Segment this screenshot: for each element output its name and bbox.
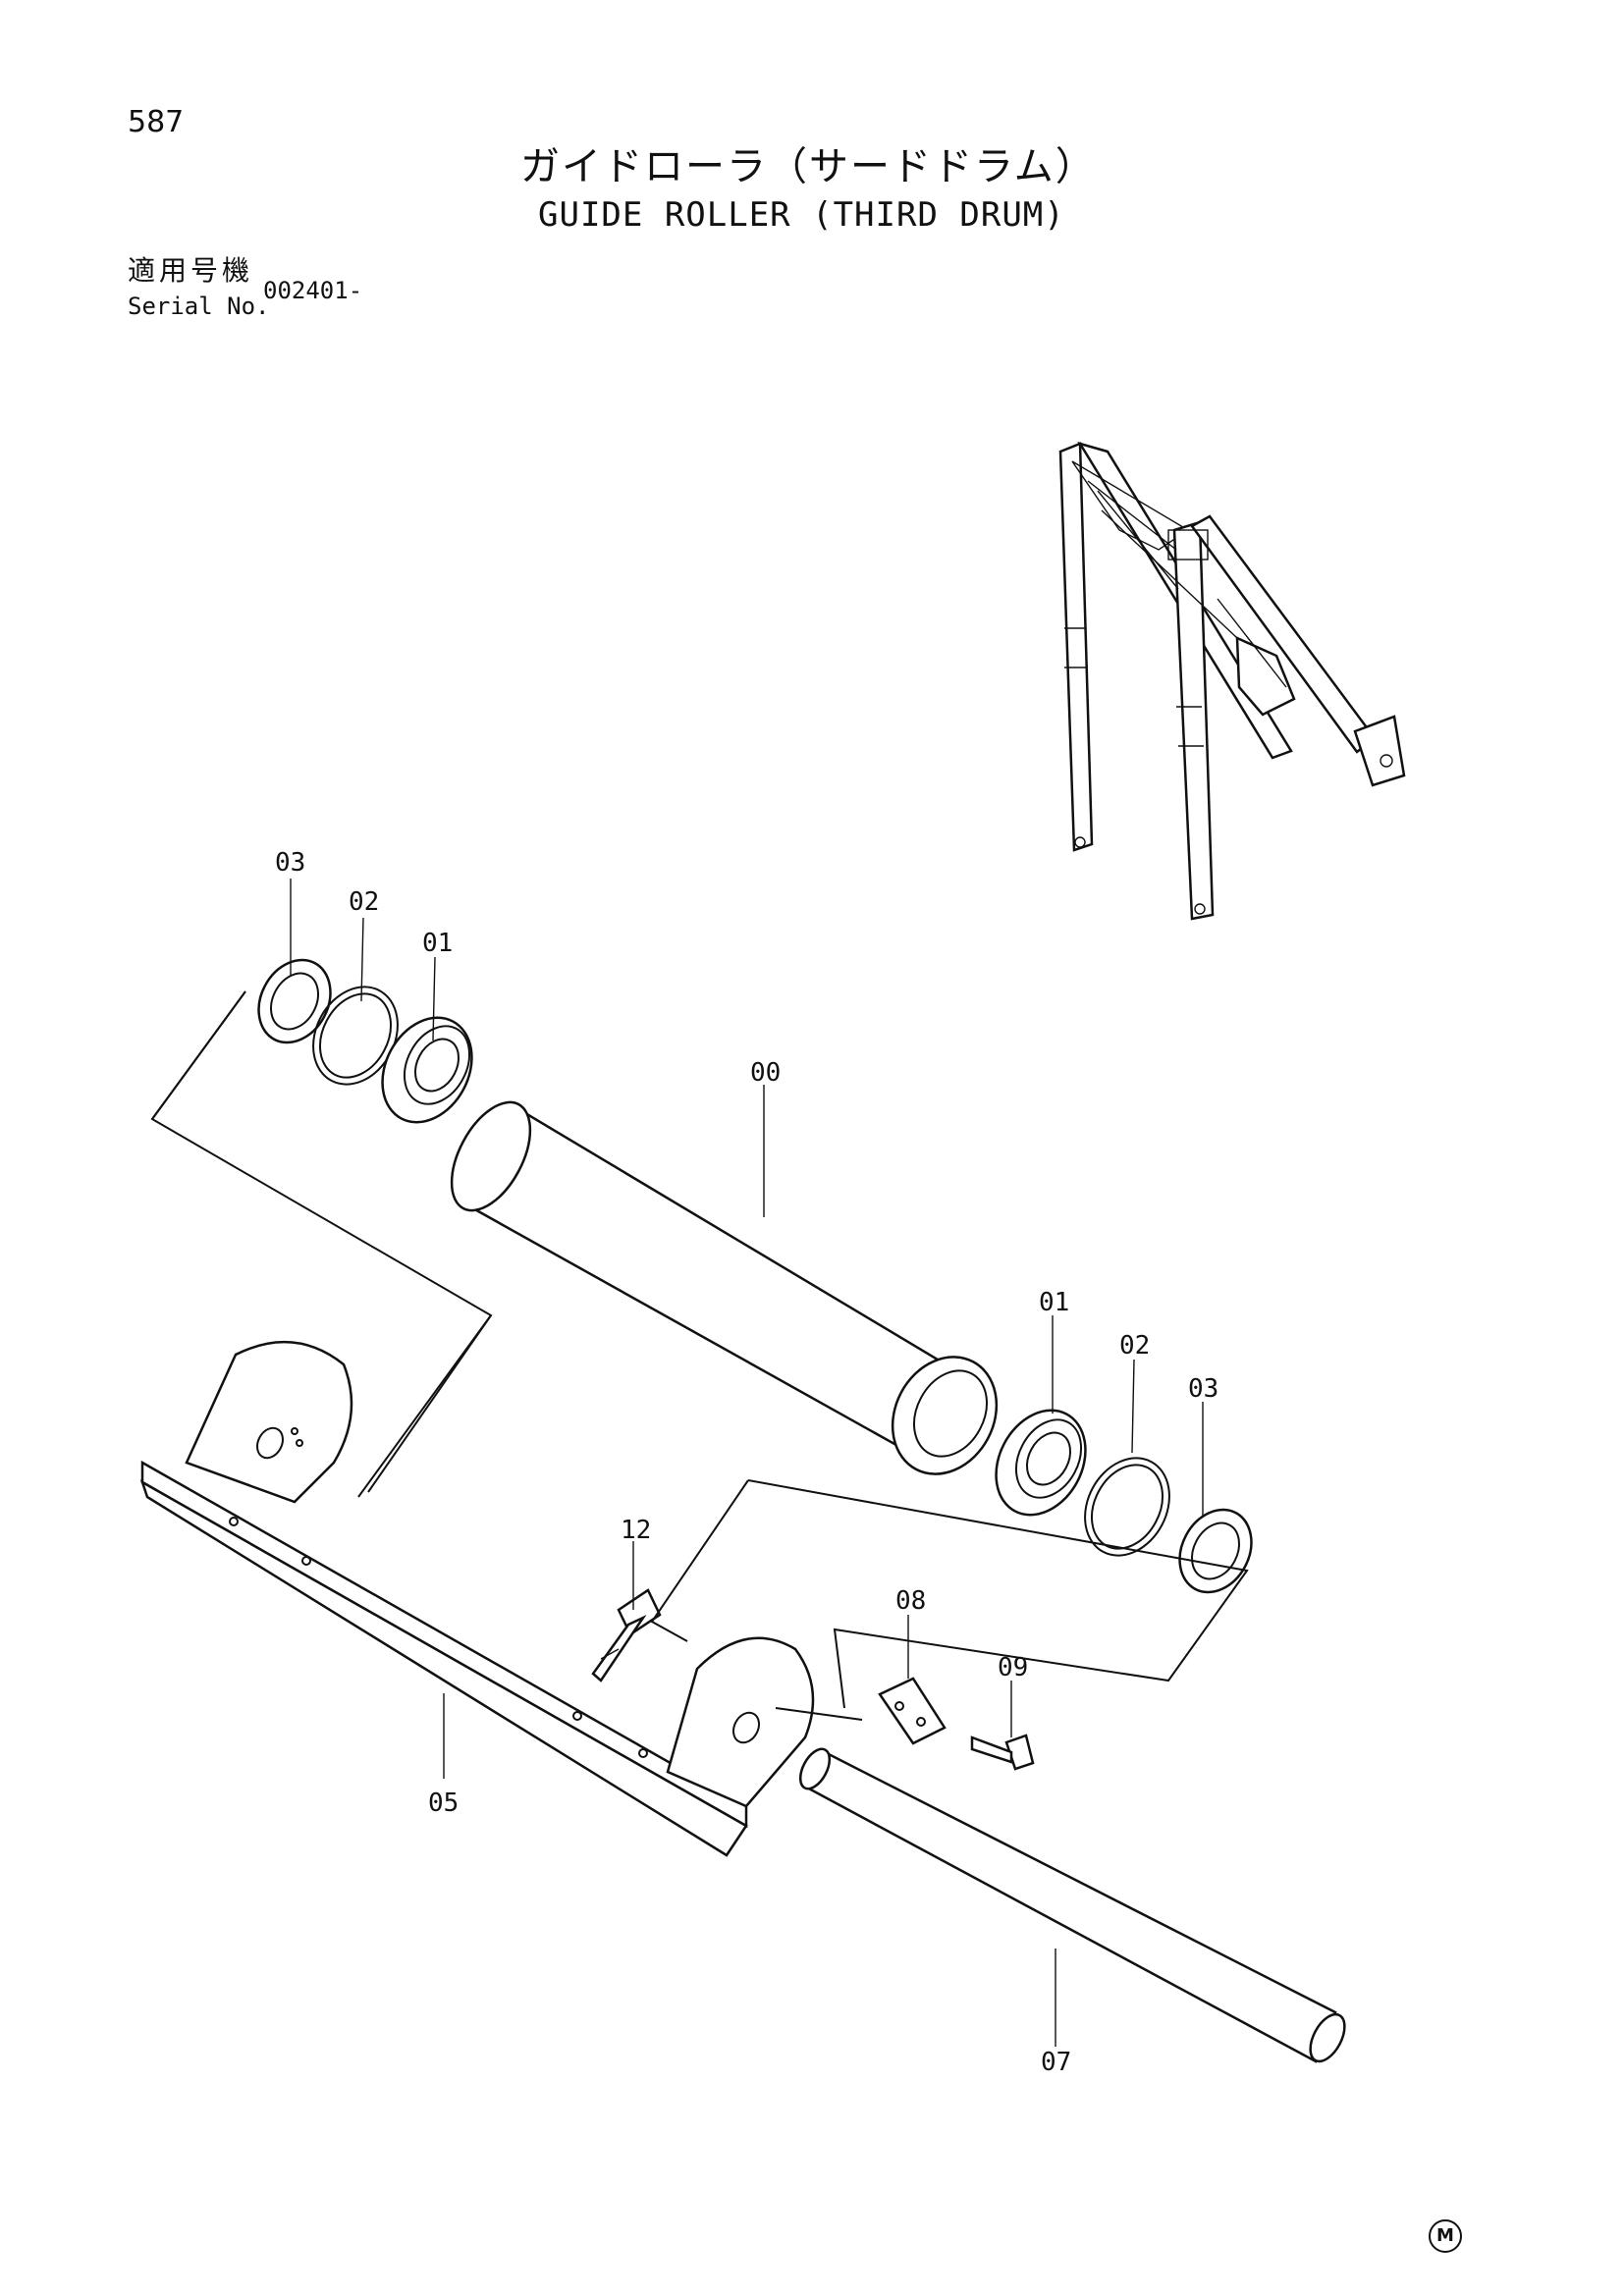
manual-mark: M (1429, 2219, 1462, 2253)
callout-03-left: 03 (275, 848, 306, 878)
bearing-left (381, 1016, 473, 1124)
callout-01-left: 01 (422, 929, 454, 958)
callout-09-bolt: 09 (998, 1653, 1029, 1682)
callout-12-bolt: 12 (621, 1516, 652, 1545)
callout-08-plate: 08 (895, 1586, 927, 1616)
callout-05-bracket: 05 (428, 1789, 460, 1818)
callout-02-left: 02 (349, 887, 380, 917)
callout-07-shaft: 07 (1041, 2048, 1072, 2077)
serial-label-english: Serial No. (128, 293, 270, 320)
machine-overview-sketch (1058, 441, 1406, 921)
snap-ring-right (1084, 1457, 1170, 1557)
bolt-09 (970, 1734, 1035, 1771)
assembly-lines (150, 990, 1249, 1721)
page-title-english: GUIDE ROLLER (THIRD DRUM) (538, 195, 1065, 235)
bearing-right (995, 1409, 1087, 1517)
roller-shaft (798, 1747, 1346, 2063)
callout-03-right: 03 (1188, 1374, 1219, 1404)
page-number: 587 (128, 105, 185, 139)
callout-02-right: 02 (1119, 1331, 1151, 1361)
leader-lines (290, 879, 1204, 2047)
guide-roller-drum (450, 1100, 999, 1475)
roller-bracket (139, 1340, 815, 1857)
callout-00-drum: 00 (750, 1058, 782, 1088)
lock-plate (878, 1677, 947, 1745)
page-title-japanese: ガイドローラ（サードドラム） (520, 144, 1097, 189)
seal-ring-right (1178, 1508, 1253, 1594)
bolt-12 (591, 1588, 662, 1682)
serial-label-japanese: 適用号機 (128, 254, 254, 287)
seal-ring-left (257, 958, 332, 1044)
serial-number-value: 002401- (263, 277, 363, 304)
callout-01-right: 01 (1039, 1288, 1070, 1317)
